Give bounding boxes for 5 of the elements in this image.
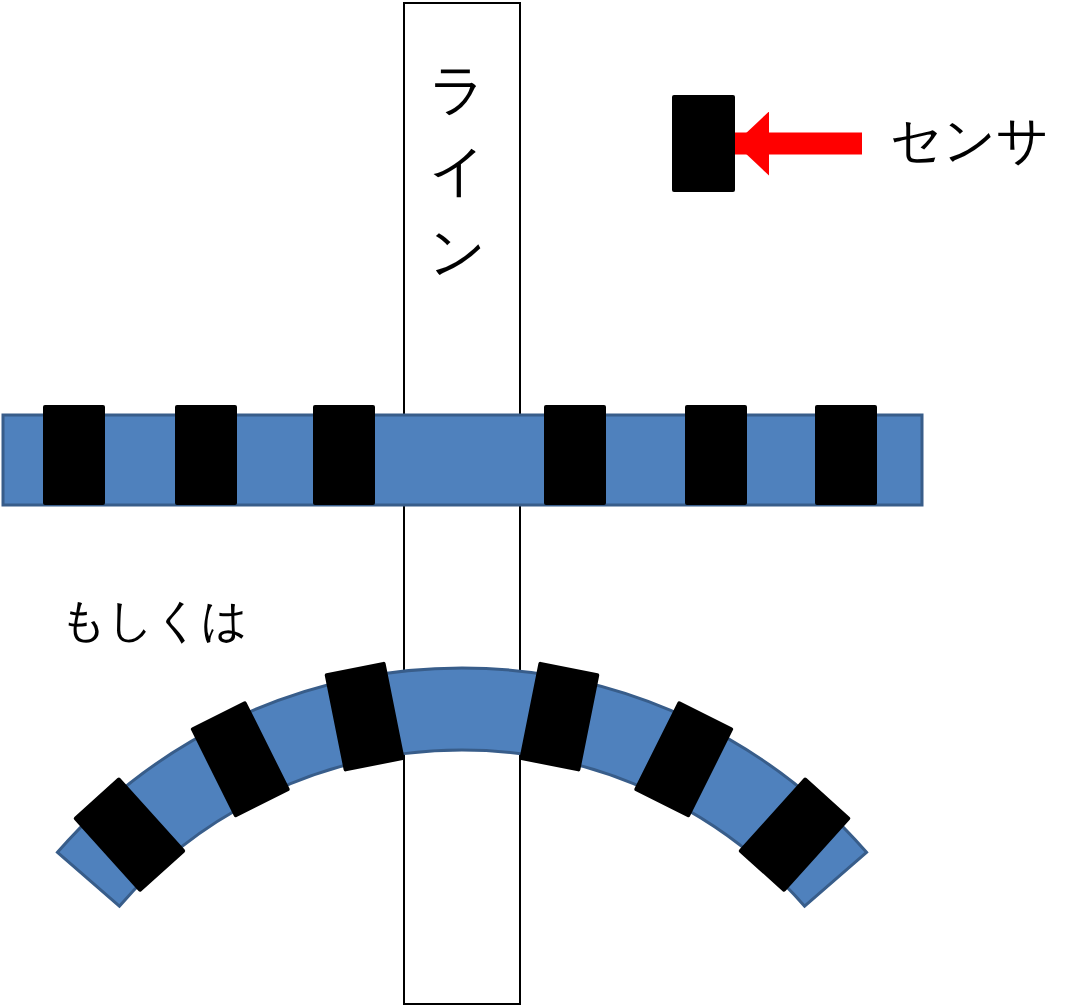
sensor-label: センサ [890, 112, 1049, 170]
sensor-block [672, 95, 735, 192]
arrow [735, 111, 862, 176]
line-label: ライン [429, 56, 487, 287]
note-label: もしくは [60, 592, 248, 649]
